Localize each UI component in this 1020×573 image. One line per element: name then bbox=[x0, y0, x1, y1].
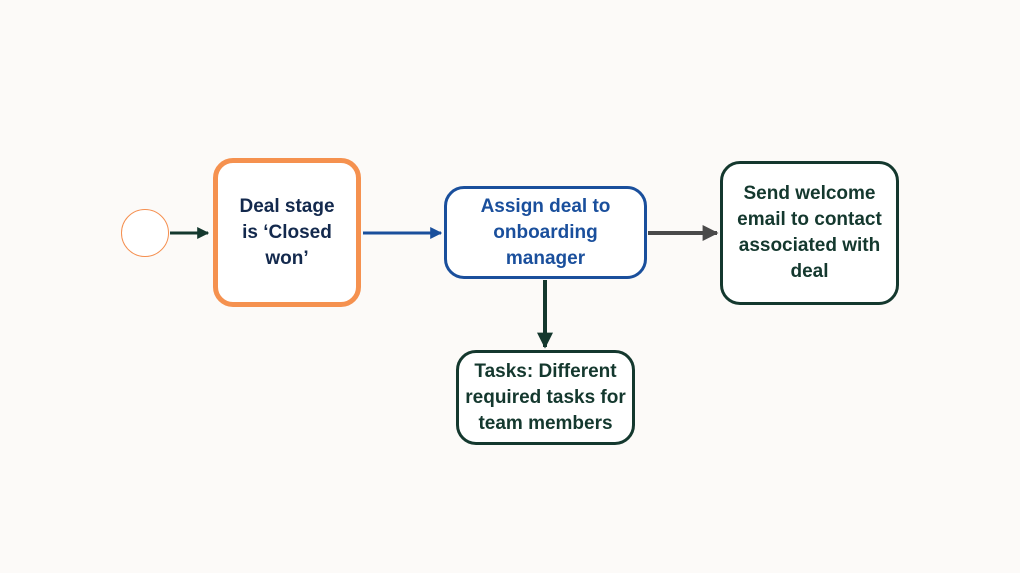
assign-node-label: Assign deal to onboarding manager bbox=[480, 195, 611, 269]
start-event-circle bbox=[121, 209, 169, 257]
action-node-send-welcome-email: Send welcome email to contact associated… bbox=[720, 161, 899, 305]
action-node-assign-deal: Assign deal to onboarding manager bbox=[444, 186, 647, 279]
action-node-tasks: Tasks: Different required tasks for team… bbox=[456, 350, 635, 445]
tasks-node-label: Tasks: Different required tasks for team… bbox=[465, 360, 626, 434]
trigger-node-label: Deal stage is ‘Closed won’ bbox=[239, 195, 335, 269]
trigger-node-deal-closed-won: Deal stage is ‘Closed won’ bbox=[213, 158, 361, 307]
email-node-label: Send welcome email to contact associated… bbox=[737, 183, 882, 282]
